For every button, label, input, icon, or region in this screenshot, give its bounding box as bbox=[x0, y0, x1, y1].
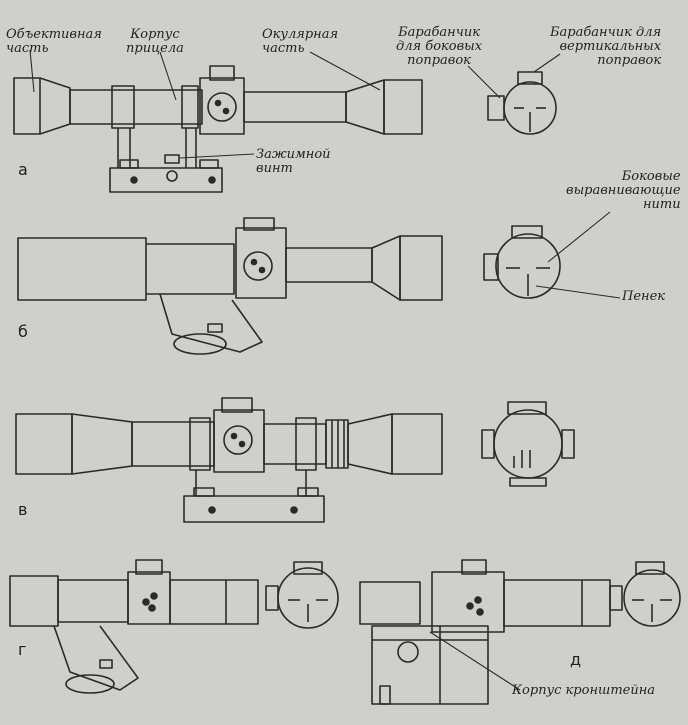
label-eyepiece-line-2: часть bbox=[262, 41, 305, 56]
panel-letter-v: в bbox=[18, 500, 28, 519]
panel-letter-g: г bbox=[18, 640, 27, 659]
label-objective-line-2: часть bbox=[6, 41, 49, 56]
scope-v bbox=[15, 397, 443, 523]
label-clamp-screw-line-1: Зажимной bbox=[256, 147, 331, 162]
label-clamp-screw-line-2: винт bbox=[256, 161, 293, 176]
label-body-line-1: Корпус bbox=[130, 27, 180, 42]
scope-b bbox=[17, 217, 443, 355]
label-side-lines-line-1: Боковые bbox=[621, 169, 681, 184]
label-post: Пенек bbox=[622, 289, 666, 304]
label-body-line-2: прицела bbox=[126, 41, 184, 56]
label-vertical-drum: Барабанчик для вертикальных поправок bbox=[550, 26, 661, 68]
reticle-d bbox=[609, 561, 681, 627]
label-vertical-drum-line-2: вертикальных bbox=[559, 39, 662, 54]
label-side-lines: Боковые выравнивающие нити bbox=[566, 170, 681, 212]
scope-d bbox=[359, 559, 611, 705]
reticle-g bbox=[265, 561, 339, 629]
label-lateral-drum-line-3: поправок bbox=[407, 53, 471, 68]
panel-letter-b: б bbox=[18, 322, 28, 341]
label-lateral-drum-line-1: Барабанчик bbox=[398, 25, 480, 40]
panel-letter-a: а bbox=[18, 160, 28, 179]
panel-letter-d: д bbox=[570, 650, 582, 669]
label-eyepiece: Окулярная часть bbox=[262, 28, 338, 56]
label-vertical-drum-line-3: поправок bbox=[597, 53, 662, 68]
label-lateral-drum-line-2: для боковых bbox=[396, 39, 483, 54]
scope-a bbox=[13, 65, 423, 193]
leader-lines bbox=[29, 49, 621, 691]
scope-g bbox=[9, 559, 259, 694]
label-lateral-drum: Барабанчик для боковых поправок bbox=[396, 26, 482, 68]
reticle-b bbox=[483, 225, 561, 299]
label-vertical-drum-line-1: Барабанчик для bbox=[550, 25, 662, 40]
reticle-v bbox=[481, 401, 575, 487]
reticle-a bbox=[487, 71, 557, 135]
label-side-lines-line-2: выравнивающие bbox=[566, 183, 681, 198]
label-eyepiece-line-1: Окулярная bbox=[262, 27, 339, 42]
label-side-lines-line-3: нити bbox=[642, 197, 681, 212]
label-objective-line-1: Объективная bbox=[6, 27, 102, 42]
label-body: Корпус прицела bbox=[126, 28, 184, 56]
label-clamp-screw: Зажимной винт bbox=[256, 148, 331, 176]
label-bracket-body: Корпус кронштейна bbox=[512, 683, 656, 698]
label-objective: Объективная часть bbox=[6, 28, 102, 56]
